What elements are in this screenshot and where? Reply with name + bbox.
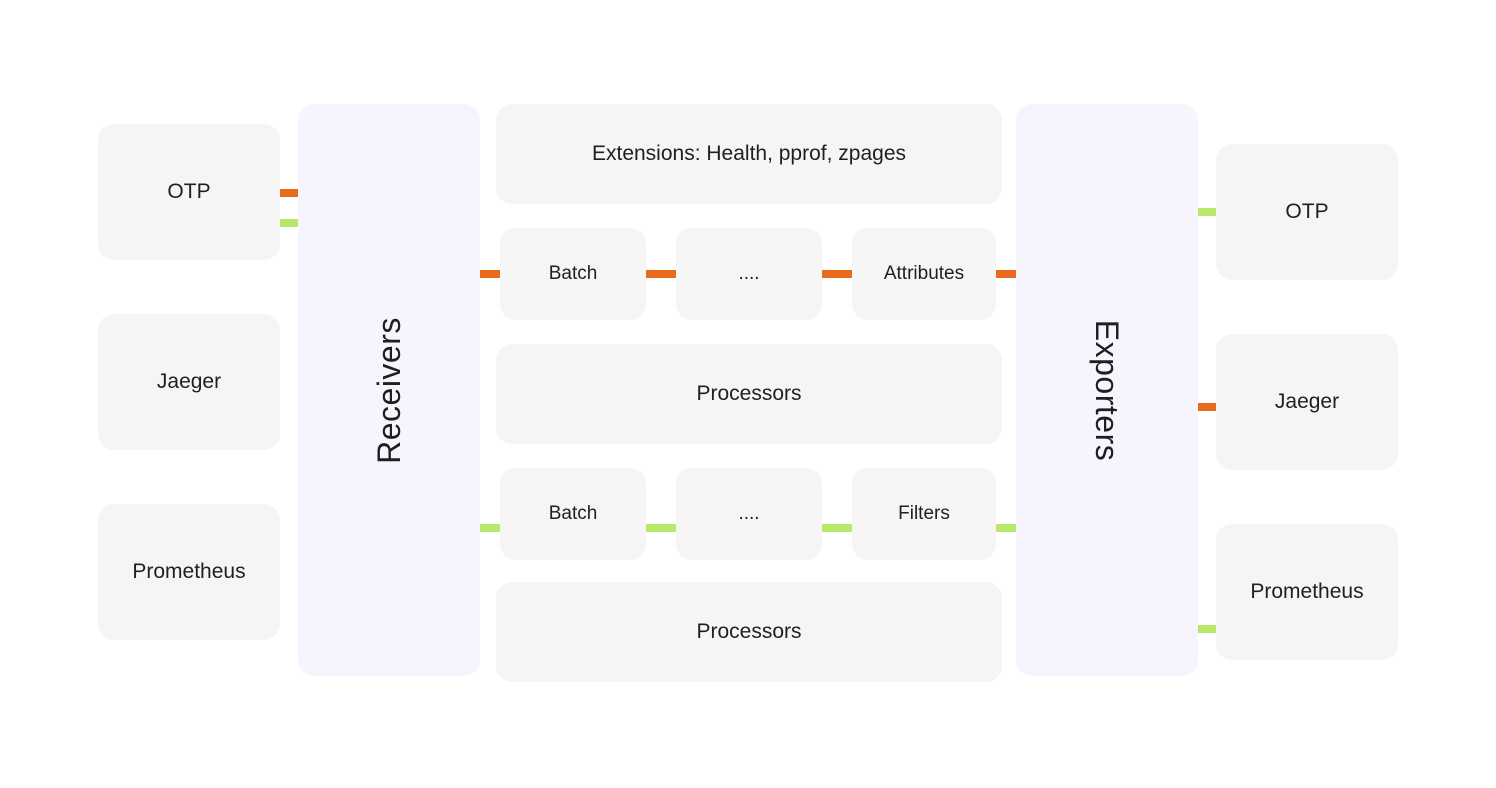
source-otp: OTP bbox=[98, 124, 280, 260]
source-otp-traces-connector bbox=[280, 189, 298, 197]
top-pipeline-step-ellipsis: .... bbox=[676, 228, 822, 320]
exporters-label: Exporters bbox=[1089, 319, 1126, 461]
dest-jaeger-traces-connector bbox=[1198, 403, 1216, 411]
receivers-label: Receivers bbox=[370, 316, 407, 464]
source-jaeger: Jaeger bbox=[98, 314, 280, 450]
extensions-box: Extensions: Health, pprof, zpages bbox=[496, 104, 1002, 204]
top-pipeline-step-attributes: Attributes bbox=[852, 228, 996, 320]
destination-otp: OTP bbox=[1216, 144, 1398, 280]
bottom-pipeline-connector-2 bbox=[646, 524, 676, 532]
top-pipeline-connector-1 bbox=[480, 270, 500, 278]
top-processors-box: Processors bbox=[496, 344, 1002, 444]
top-pipeline-connector-4 bbox=[996, 270, 1016, 278]
dest-otp-metrics-connector bbox=[1198, 208, 1216, 216]
bottom-pipeline-connector-3 bbox=[822, 524, 852, 532]
destination-prometheus: Prometheus bbox=[1216, 524, 1398, 660]
bottom-pipeline-connector-4 bbox=[996, 524, 1016, 532]
bottom-pipeline-step-filters: Filters bbox=[852, 468, 996, 560]
bottom-pipeline-step-ellipsis: .... bbox=[676, 468, 822, 560]
exporters-column: Exporters bbox=[1016, 104, 1198, 676]
bottom-pipeline-step-batch: Batch bbox=[500, 468, 646, 560]
source-otp-metrics-connector bbox=[280, 219, 298, 227]
bottom-processors-box: Processors bbox=[496, 582, 1002, 682]
bottom-pipeline-connector-1 bbox=[480, 524, 500, 532]
destination-jaeger: Jaeger bbox=[1216, 334, 1398, 470]
top-pipeline-connector-3 bbox=[822, 270, 852, 278]
top-pipeline-connector-2 bbox=[646, 270, 676, 278]
top-pipeline-step-batch: Batch bbox=[500, 228, 646, 320]
source-prometheus: Prometheus bbox=[98, 504, 280, 640]
dest-prometheus-metrics-connector bbox=[1198, 625, 1216, 633]
receivers-column: Receivers bbox=[298, 104, 480, 676]
